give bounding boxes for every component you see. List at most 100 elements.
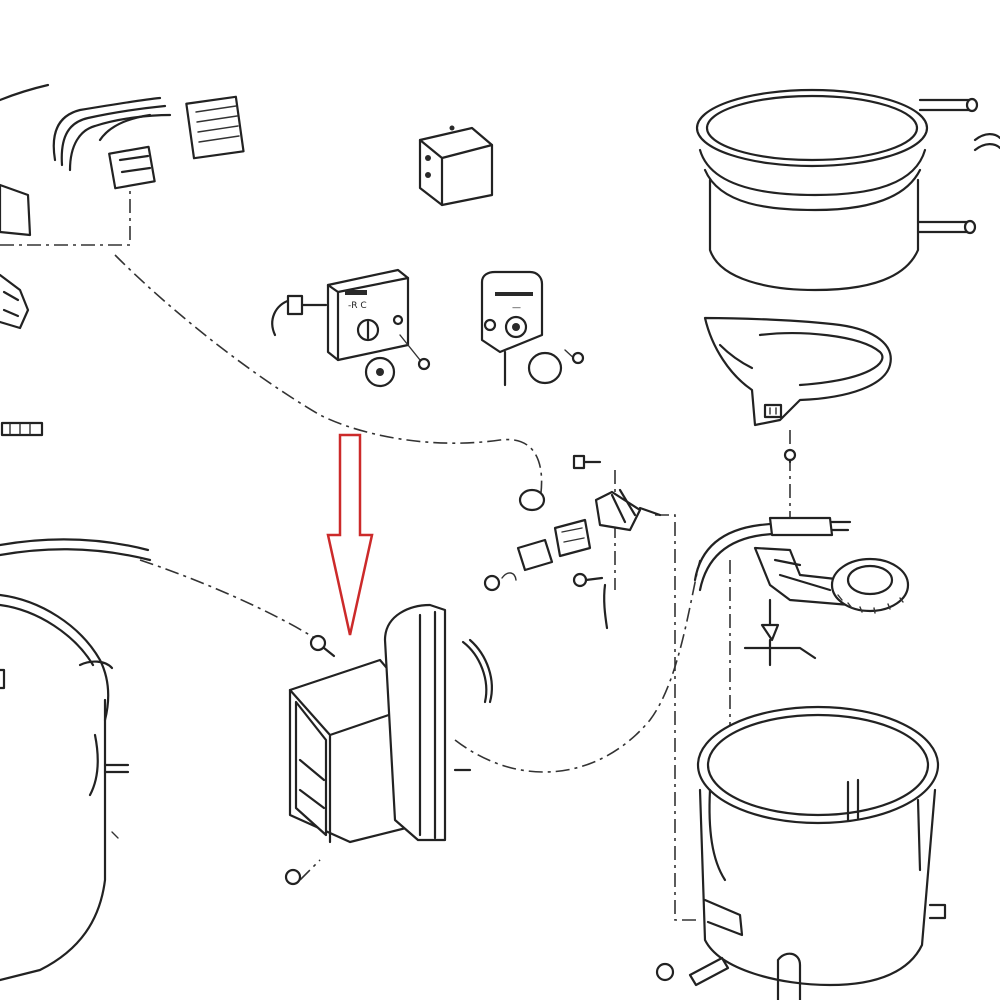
bottom-tank-base-clip	[703, 898, 744, 937]
burner-housing-clip	[461, 640, 488, 704]
junction-box-hole-1	[425, 155, 431, 161]
burner-housing-shelves	[298, 758, 326, 810]
bottom-tank-seam	[708, 788, 727, 882]
assembly-line-housing-to-burner	[454, 559, 701, 773]
bottom-tank-side-fitting	[928, 903, 947, 920]
burner-housing-back-plate	[383, 603, 447, 842]
left-tank-wire-2	[0, 548, 152, 562]
top-tank-pipe-1	[918, 98, 972, 112]
heat-shield-body	[703, 316, 892, 427]
assembly-line-bottom-screw	[299, 859, 321, 881]
heat-shield-tab	[763, 403, 783, 419]
burner-housing-screw-top	[309, 634, 327, 652]
junction-box-edges	[418, 138, 494, 207]
left-tank-tick	[111, 831, 119, 839]
control-panel: -R C	[271, 268, 431, 388]
top-tank-rim-inner	[705, 94, 919, 162]
thermocouple-wire	[603, 583, 609, 630]
left-tank	[0, 538, 152, 982]
heat-shield-inner-curve	[758, 332, 884, 387]
top-tank-band-upper	[698, 148, 927, 197]
switch-bracket	[516, 538, 554, 572]
harness-arc	[0, 83, 50, 102]
control-panel-label-strip	[345, 290, 367, 295]
top-tank-pipe-1-end	[965, 97, 979, 113]
lower-screw-head	[572, 572, 588, 588]
left-edge-parts	[0, 183, 44, 437]
harness-connector-block	[185, 95, 245, 160]
burner-housing-clip-2	[468, 638, 493, 704]
left-bracket-upper	[0, 183, 32, 237]
top-tank-rim	[695, 88, 929, 168]
junction-box-hole-2	[425, 172, 431, 178]
switch-nut	[483, 574, 501, 592]
electrode-lead	[638, 506, 662, 517]
left-tank-rim	[0, 593, 110, 722]
left-tank-fitting	[103, 763, 130, 774]
bottom-tank-rim-inner	[706, 713, 930, 817]
bottom-tank	[655, 705, 947, 1000]
assembly-line-tank-wire	[139, 559, 319, 641]
junction-box	[418, 125, 494, 207]
top-tank	[695, 88, 1000, 292]
heat-shield-flange	[718, 343, 754, 370]
switch-grommet	[518, 488, 546, 512]
burner-housing-back-ribs	[418, 610, 437, 840]
control-panel-screw	[392, 314, 404, 326]
heat-shield	[703, 316, 892, 427]
top-tank-body	[708, 178, 920, 292]
top-tank-band-lower	[703, 168, 922, 212]
burner-electrode-block	[768, 516, 834, 537]
control-panel-edges	[326, 276, 410, 362]
top-tank-right-fitting	[973, 133, 1000, 152]
thermostat-unit: —	[480, 270, 585, 387]
thermostat-dial-center	[512, 323, 520, 331]
electrode-holder-ribs	[610, 488, 637, 524]
control-panel-plate	[326, 268, 410, 362]
burner-ring-ports	[837, 594, 904, 614]
harness-wire-3	[68, 113, 172, 172]
heat-shield-tab-holes	[769, 407, 777, 415]
thermostat-glyph: —	[512, 303, 521, 313]
burner-housing	[284, 603, 493, 886]
control-panel-glyphs: -R C	[348, 301, 367, 311]
pilot-tube	[743, 646, 817, 660]
junction-box-body	[418, 126, 494, 207]
bottom-tank-bracket	[776, 952, 802, 1000]
harness-connector-pins	[195, 105, 240, 143]
burner-ring-inner	[846, 564, 894, 596]
junction-box-screw	[449, 125, 455, 131]
left-tank-rim-inner	[0, 603, 95, 667]
bottom-tank-pipe	[688, 956, 730, 987]
bottom-tank-nut	[655, 962, 675, 982]
burner-housing-screw-bottom	[284, 868, 302, 886]
switch-assembly	[483, 454, 662, 630]
electrode-holder	[594, 490, 642, 532]
control-panel-clip-body	[286, 294, 304, 316]
burner-gas-manifold-edges	[773, 558, 832, 592]
harness-wire-1	[52, 96, 162, 162]
lower-screw-shaft	[584, 576, 604, 582]
thermostat-screw	[571, 351, 585, 365]
harness-plug-detail	[118, 154, 152, 174]
left-tank-wire-1	[0, 538, 150, 552]
switch-bracket-2	[553, 518, 592, 558]
left-clip	[0, 273, 30, 330]
bottom-tank-rim	[696, 705, 940, 825]
thermostat-cap	[527, 351, 563, 385]
wire-harness	[0, 83, 245, 190]
highlight-arrow	[326, 433, 374, 636]
top-tank-pipe-2	[916, 220, 970, 234]
harness-wire-2	[60, 104, 167, 167]
burner-housing-screw-top-shaft	[322, 646, 336, 658]
harness-wire-4	[98, 113, 152, 142]
left-tank-bracket	[88, 733, 99, 797]
burner-ignition-lead-2	[698, 530, 794, 592]
thermostat-label-strip	[495, 292, 533, 296]
left-tank-label-plate	[0, 668, 6, 690]
left-terminal-strip	[0, 421, 44, 437]
burner-screw	[783, 448, 797, 462]
top-screw-head	[572, 454, 586, 470]
